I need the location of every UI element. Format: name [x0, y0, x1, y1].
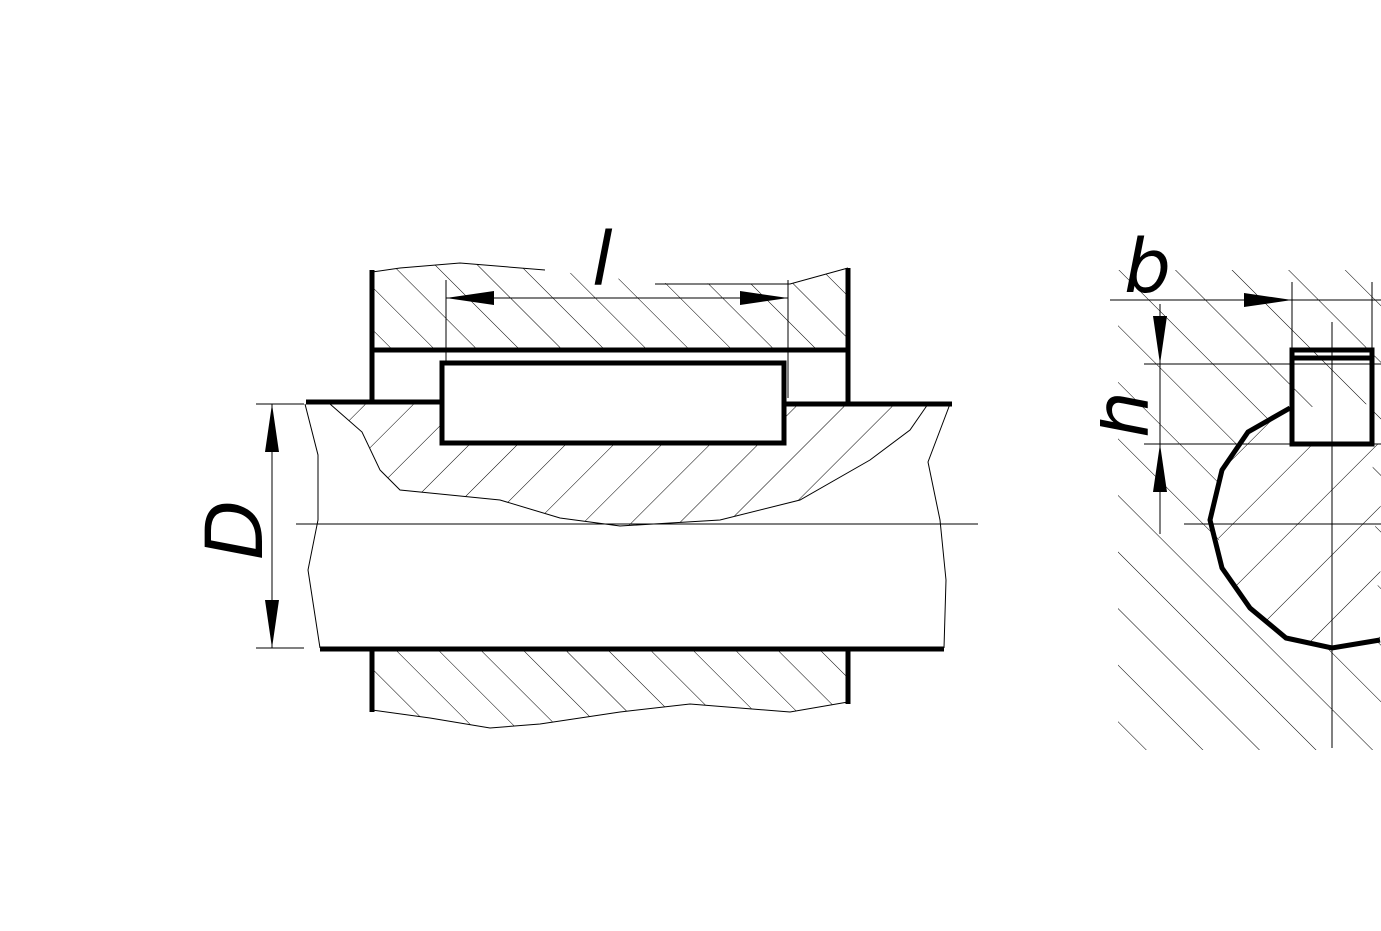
- longitudinal-section: l D: [191, 217, 978, 729]
- cross-section: b h: [1080, 224, 1381, 750]
- shaft-cross-hatch: [1214, 408, 1381, 648]
- dim-D-arrow-top: [265, 404, 279, 452]
- shaft-section-hatch: [330, 404, 928, 526]
- hub-lower-break-line: [371, 701, 849, 729]
- dim-h-arrow-top: [1153, 316, 1167, 364]
- hub-upper-hatch: [372, 263, 848, 350]
- dim-l-arrow-right: [740, 291, 788, 305]
- hub-upper-break-line-right: [655, 267, 849, 285]
- dim-b-arrow: [1244, 293, 1292, 307]
- hub-upper-break-line: [371, 262, 546, 273]
- hub-lower-hatch: [372, 650, 848, 728]
- dim-D-arrow-bottom: [265, 600, 279, 648]
- dim-D-label: D: [191, 500, 281, 560]
- dim-h-arrow-bottom: [1153, 444, 1167, 492]
- dim-h-label: h: [1080, 391, 1166, 438]
- dim-l-arrow-left: [446, 291, 494, 305]
- shaft-left-break-line: [304, 403, 321, 649]
- dim-l-label: l: [592, 217, 613, 303]
- key: [439, 360, 787, 446]
- shaft-section-break-line: [329, 403, 929, 527]
- hub-cross-hatch: [1118, 270, 1381, 750]
- dim-b-label: b: [1124, 224, 1171, 310]
- shaft-cross-outline: [1207, 405, 1381, 651]
- shaft-right-break-line: [927, 403, 951, 649]
